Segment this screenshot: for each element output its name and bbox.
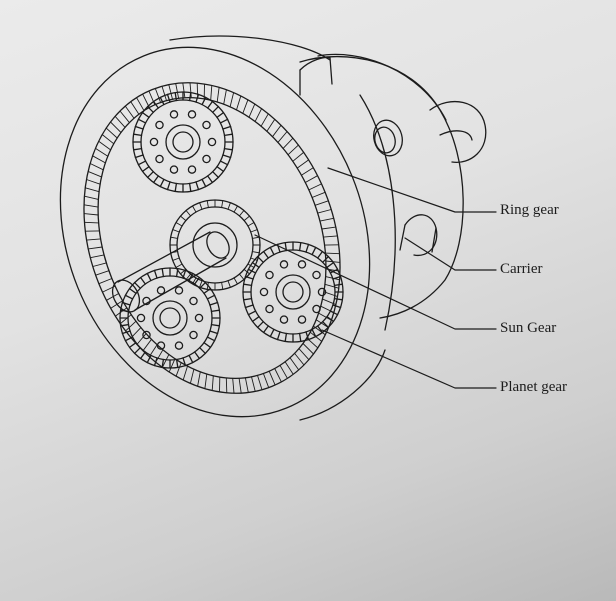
leader-ring-gear [327, 167, 497, 213]
leader-carrier [404, 237, 497, 271]
carrier-body [299, 53, 487, 319]
leader-planet-gear [321, 329, 497, 389]
leader-lines [254, 167, 497, 389]
label-sun-gear: Sun Gear [500, 320, 557, 336]
planet-gear-top [132, 91, 234, 193]
label-carrier: Carrier [500, 261, 543, 277]
planet-gear-left [119, 267, 221, 369]
label-ring-gear: Ring gear [500, 202, 559, 218]
planet-gear-right [242, 241, 344, 343]
label-planet-gear: Planet gear [500, 379, 568, 395]
sun-gear [169, 199, 261, 291]
leader-sun-gear [254, 234, 497, 330]
